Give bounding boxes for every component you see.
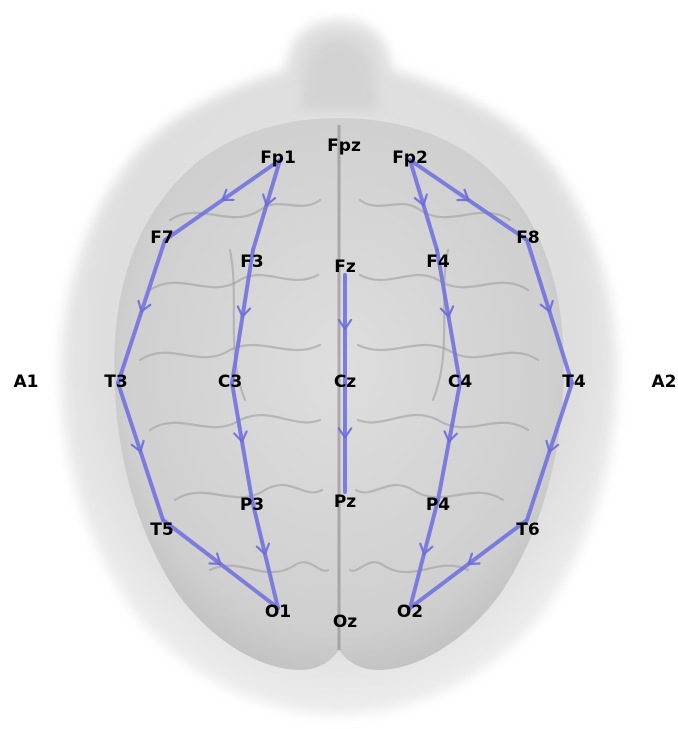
electrode-label-p4: P4: [426, 495, 450, 515]
electrode-label-fpz: Fpz: [327, 136, 361, 156]
electrode-label-f8: F8: [516, 228, 539, 248]
electrode-label-c3: C3: [218, 372, 242, 392]
electrode-label-t6: T6: [516, 520, 539, 540]
electrode-label-f7: F7: [150, 228, 173, 248]
electrode-label-t5: T5: [150, 520, 173, 540]
electrode-label-f3: F3: [240, 252, 263, 272]
electrode-label-fz: Fz: [334, 257, 356, 277]
electrode-label-oz: Oz: [333, 612, 357, 632]
electrode-label-cz: Cz: [334, 372, 356, 392]
electrode-label-a2: A2: [652, 372, 677, 392]
electrode-label-o2: O2: [397, 602, 423, 622]
electrode-label-p3: P3: [240, 495, 264, 515]
brain-image: [114, 118, 564, 670]
electrode-label-pz: Pz: [334, 492, 356, 512]
electrode-label-a1: A1: [14, 372, 39, 392]
electrode-label-fp2: Fp2: [392, 148, 428, 168]
electrode-label-f4: F4: [426, 252, 450, 272]
electrode-label-c4: C4: [448, 372, 472, 392]
electrode-label-t3: T3: [104, 372, 127, 392]
electrode-label-o1: O1: [265, 602, 291, 622]
electrode-label-fp1: Fp1: [260, 148, 296, 168]
electrode-label-t4: T4: [562, 372, 586, 392]
